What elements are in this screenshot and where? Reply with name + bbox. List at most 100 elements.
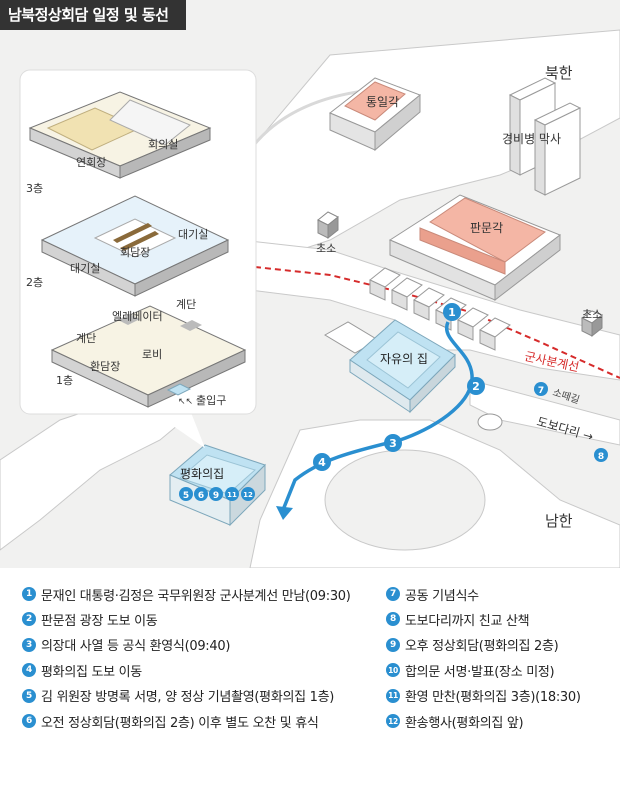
guard-barracks — [508, 77, 582, 196]
svg-text:3: 3 — [389, 437, 397, 450]
legend-text: 판문점 광장 도보 이동 — [41, 613, 158, 629]
map-diagram: 1 2 3 4 7 8 5 6 9 11 12 북한 남한 통일각 경비병 막사… — [0, 0, 620, 568]
peace-house-label: 평화의집 — [180, 467, 224, 481]
legend-number-badge: 6 — [22, 714, 36, 728]
entrance-arrow-icon: ↖↖ — [178, 397, 193, 407]
tongilgak-label: 통일각 — [366, 95, 399, 109]
svg-text:4: 4 — [318, 456, 326, 469]
legend-number-badge: 5 — [22, 688, 36, 703]
stairs-right-label: 계단 — [176, 298, 196, 311]
guard-post-left — [317, 211, 339, 240]
peace-house-marker: 5 — [179, 487, 193, 501]
peace-house-marker: 9 — [209, 487, 223, 501]
legend-text: 도보다리까지 친교 산책 — [405, 613, 530, 629]
legend-number-badge: 8 — [386, 612, 400, 627]
legend-number-badge: 1 — [22, 587, 36, 601]
entrance-label: 출입구 — [196, 394, 226, 407]
legend-text: 환송행사(평화의집 앞) — [405, 715, 524, 731]
legend-item: 3 의장대 사열 등 공식 환영식(09:40) — [22, 635, 230, 655]
route-marker: 3 — [384, 434, 402, 452]
panmungak-building — [388, 194, 562, 302]
legend-text: 오후 정상회담(평화의집 2층) — [405, 639, 559, 655]
legend-item: 9 오후 정상회담(평화의집 2층) — [386, 635, 559, 655]
guard-post-left-label: 초소 — [316, 242, 336, 255]
legend-item: 1 문재인 대통령·김정은 국무위원장 군사분계선 만남(09:30) — [22, 584, 351, 604]
summit-room-label: 회담장 — [120, 246, 150, 259]
roundabout — [477, 413, 503, 431]
lobby-label: 로비 — [142, 348, 162, 361]
conference-huts — [369, 267, 511, 351]
svg-text:11: 11 — [227, 491, 237, 499]
floor-label: 1층 — [56, 374, 73, 387]
south-korea-label: 남한 — [545, 512, 573, 530]
legend-text: 문재인 대통령·김정은 국무위원장 군사분계선 만남(09:30) — [41, 588, 351, 604]
elevator-label: 엘레베이터 — [112, 310, 163, 323]
legend-item: 12 환송행사(평화의집 앞) — [386, 711, 524, 731]
svg-text:1: 1 — [448, 306, 456, 319]
legend-number-badge: 11 — [386, 688, 400, 703]
north-korea-label: 북한 — [545, 64, 573, 82]
legend-item: 6 오전 정상회담(평화의집 2층) 이후 별도 오찬 및 휴식 — [22, 711, 319, 731]
floor-label: 2층 — [26, 276, 43, 289]
svg-text:5: 5 — [183, 491, 189, 501]
peace-house-building — [169, 444, 266, 527]
guard-post-right — [581, 310, 603, 338]
route-marker: 4 — [313, 453, 331, 471]
schedule-legend: 1 문재인 대통령·김정은 국무위원장 군사분계선 만남(09:30) 2 판문점 광… — [0, 584, 620, 794]
peace-house-marker: 6 — [194, 487, 208, 501]
banquet-hall-label: 연회장 — [76, 156, 106, 169]
freedom-house-building — [324, 319, 456, 414]
legend-text: 평화의집 도보 이동 — [41, 664, 142, 680]
legend-item: 11 환영 만찬(평화의집 3층)(18:30) — [386, 686, 581, 706]
legend-text: 오전 정상회담(평화의집 2층) 이후 별도 오찬 및 휴식 — [41, 715, 319, 731]
reception-hall-label: 환담장 — [90, 360, 120, 373]
page-title: 남북정상회담 일정 및 동선 — [0, 0, 186, 30]
legend-item: 4 평화의집 도보 이동 — [22, 660, 142, 680]
panmungak-label: 판문각 — [470, 221, 503, 235]
peace-house-marker: 11 — [225, 487, 239, 501]
legend-text: 환영 만찬(평화의집 3층)(18:30) — [405, 690, 581, 706]
legend-number-badge: 4 — [22, 663, 36, 678]
route-marker: 2 — [467, 377, 485, 395]
svg-text:2: 2 — [472, 380, 480, 393]
legend-item: 10 합의문 서명·발표(장소 미정) — [386, 660, 555, 680]
third-floor-plan — [28, 91, 212, 179]
legend-text: 김 위원장 방명록 서명, 양 정상 기념촬영(평화의집 1층) — [41, 690, 335, 706]
legend-number-badge: 12 — [386, 714, 400, 728]
legend-number-badge: 10 — [386, 663, 400, 678]
legend-text: 공동 기념식수 — [405, 588, 479, 604]
inset-pointer — [150, 410, 205, 448]
legend-text: 합의문 서명·발표(장소 미정) — [405, 664, 555, 680]
legend-item: 5 김 위원장 방명록 서명, 양 정상 기념촬영(평화의집 1층) — [22, 686, 334, 706]
route-arrowhead — [276, 506, 293, 520]
legend-text: 의장대 사열 등 공식 환영식(09:40) — [41, 639, 231, 655]
svg-text:7: 7 — [538, 386, 544, 396]
waiting-room-right-label: 대기실 — [178, 228, 208, 241]
floor-label: 3층 — [26, 182, 43, 195]
legend-item: 2 판문점 광장 도보 이동 — [22, 609, 158, 629]
stairs-left-label: 계단 — [76, 332, 96, 345]
first-floor-plan — [50, 305, 247, 408]
floor-plan-inset: 3층 연회장 회의실 2층 회담장 대기실 대기실 — [19, 69, 257, 415]
svg-text:8: 8 — [598, 452, 604, 462]
route-marker: 7 — [534, 382, 548, 396]
route-marker: 8 — [594, 448, 608, 462]
legend-number-badge: 7 — [386, 587, 400, 601]
legend-item: 7 공동 기념식수 — [386, 584, 479, 604]
route-marker: 1 — [443, 303, 461, 321]
legend-number-badge: 3 — [22, 637, 36, 652]
legend-number-badge: 2 — [22, 612, 36, 627]
guard-post-right-label: 초소 — [582, 308, 602, 321]
freedom-house-label: 자유의 집 — [380, 352, 428, 366]
legend-number-badge: 9 — [386, 637, 400, 652]
svg-text:6: 6 — [198, 491, 204, 501]
guard-barracks-label: 경비병 막사 — [502, 132, 561, 146]
svg-text:12: 12 — [243, 491, 253, 499]
legend-item: 8 도보다리까지 친교 산책 — [386, 609, 530, 629]
meeting-room-label: 회의실 — [148, 138, 178, 151]
peace-house-marker: 12 — [241, 487, 255, 501]
svg-text:9: 9 — [213, 491, 219, 501]
tongilgak-building — [329, 77, 421, 152]
waiting-room-left-label: 대기실 — [70, 262, 100, 275]
